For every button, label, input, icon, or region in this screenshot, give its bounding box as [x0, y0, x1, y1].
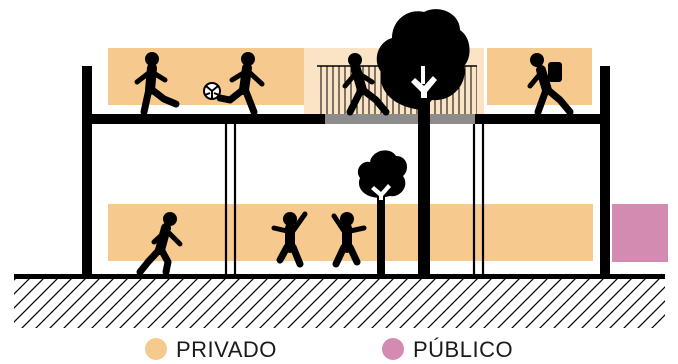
legend-label-privado: PRIVADO	[176, 337, 277, 362]
column-inner-left	[224, 124, 237, 275]
ground-hatch	[14, 278, 665, 328]
upper-slab-right	[475, 114, 610, 124]
legend-swatch-privado	[145, 338, 167, 360]
column-inner-right	[472, 124, 485, 275]
legend-label-publico: PÚBLICO	[413, 337, 513, 362]
person-with-ball-icon	[216, 52, 265, 116]
zone-public	[612, 204, 668, 262]
child-jumping-icon	[331, 212, 367, 268]
walkway-slab	[325, 114, 475, 124]
legend-item-publico: PÚBLICO	[382, 337, 513, 362]
large-tree-icon	[376, 9, 470, 276]
upper-slab-left	[82, 114, 325, 124]
person-running-icon	[136, 212, 183, 276]
person-walking-icon	[342, 53, 390, 116]
small-tree-icon	[357, 150, 408, 274]
ground-line	[14, 274, 665, 279]
legend-item-privado: PRIVADO	[145, 337, 277, 362]
column-left	[82, 66, 92, 276]
legend: PRIVADO PÚBLICO	[145, 337, 513, 362]
soccer-ball-icon	[203, 82, 221, 100]
hiker-with-backpack-icon	[527, 53, 574, 116]
column-right	[600, 66, 610, 276]
building-structure	[82, 66, 610, 276]
person-kicking-icon	[134, 52, 180, 116]
ground	[14, 274, 665, 328]
child-jumping-icon	[271, 211, 308, 268]
legend-swatch-publico	[382, 338, 404, 360]
